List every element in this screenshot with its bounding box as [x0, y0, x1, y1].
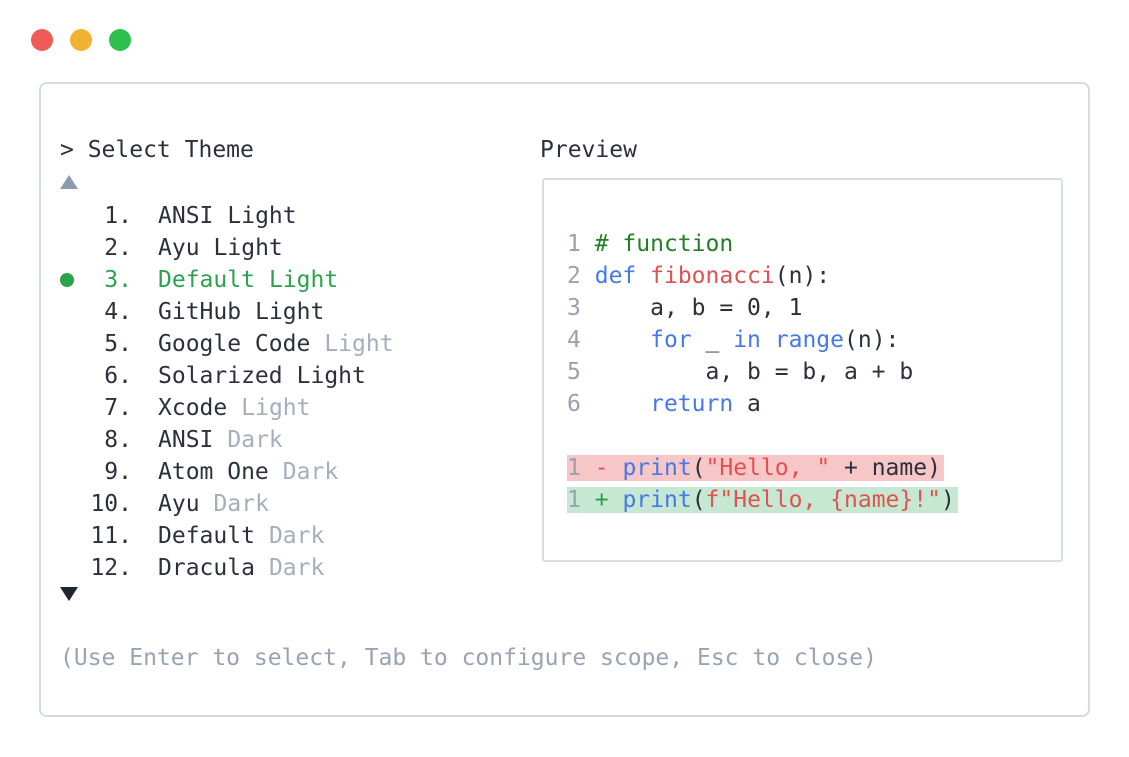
selected-dot-icon: [60, 305, 76, 319]
theme-number: 6.: [104, 363, 132, 389]
theme-list-item[interactable]: 4. GitHub Light: [60, 296, 394, 328]
selected-dot-icon: [60, 465, 76, 479]
theme-list-item[interactable]: 5. Google Code Light: [60, 328, 394, 360]
theme-name: ANSI: [158, 203, 214, 229]
theme-number: 5.: [104, 331, 132, 357]
theme-number: 10.: [90, 491, 132, 517]
selected-dot-icon: [60, 337, 76, 351]
theme-number: 1.: [104, 203, 132, 229]
minimize-button[interactable]: [70, 29, 92, 51]
theme-variant: Light: [255, 299, 325, 325]
window-controls: [31, 29, 131, 51]
scroll-up-icon[interactable]: [60, 175, 78, 189]
theme-number: 4.: [104, 299, 132, 325]
theme-list-item[interactable]: 1. ANSI Light: [60, 200, 394, 232]
theme-name: Ayu: [158, 235, 200, 261]
theme-name: Default: [158, 523, 255, 549]
theme-list-item[interactable]: 11. Default Dark: [60, 520, 394, 552]
theme-variant: Light: [227, 203, 297, 229]
theme-variant: Dark: [268, 523, 325, 549]
selected-dot-icon: [60, 369, 76, 383]
theme-variant: Dark: [282, 459, 339, 485]
selected-dot-icon: [60, 209, 76, 223]
theme-name: Xcode: [158, 395, 228, 421]
theme-list-item[interactable]: 6. Solarized Light: [60, 360, 394, 392]
theme-number: 3.: [104, 267, 132, 293]
theme-name: Dracula: [158, 555, 255, 581]
theme-variant: Dark: [213, 491, 269, 517]
theme-number: 2.: [104, 235, 132, 261]
scroll-down-icon[interactable]: [60, 587, 78, 601]
theme-name: Google Code: [158, 331, 311, 357]
help-text: (Use Enter to select, Tab to configure s…: [60, 645, 877, 671]
theme-list-item[interactable]: 2. Ayu Light: [60, 232, 394, 264]
theme-name: Solarized: [158, 363, 283, 389]
theme-list-item[interactable]: 3. Default Light: [60, 264, 394, 296]
zoom-button[interactable]: [109, 29, 131, 51]
theme-list-item[interactable]: 12. Dracula Dark: [60, 552, 394, 584]
theme-list-item[interactable]: 8. ANSI Dark: [60, 424, 394, 456]
theme-variant: Dark: [227, 427, 283, 453]
theme-variant: Light: [296, 363, 366, 389]
theme-number: 12.: [90, 555, 132, 581]
theme-name: Default: [158, 267, 255, 293]
theme-name: Atom One: [158, 459, 269, 485]
selected-dot-icon: [60, 273, 76, 287]
selected-dot-icon: [60, 561, 76, 575]
theme-variant: Light: [268, 267, 339, 293]
theme-name: GitHub: [158, 299, 242, 325]
selected-dot-icon: [60, 529, 76, 543]
selected-dot-icon: [60, 401, 76, 415]
select-theme-prompt: > Select Theme: [60, 137, 254, 163]
close-button[interactable]: [31, 29, 53, 51]
theme-number: 9.: [104, 459, 132, 485]
preview-title: Preview: [540, 137, 637, 163]
selected-dot-icon: [60, 433, 76, 447]
theme-name: Ayu: [158, 491, 200, 517]
selected-dot-icon: [60, 241, 76, 255]
theme-variant: Light: [213, 235, 283, 261]
theme-list-item[interactable]: 9. Atom One Dark: [60, 456, 394, 488]
theme-variant: Dark: [268, 555, 325, 581]
theme-number: 11.: [90, 523, 132, 549]
theme-variant: Light: [241, 395, 311, 421]
theme-name: ANSI: [158, 427, 214, 453]
theme-variant: Light: [324, 331, 394, 357]
theme-selector-panel: > Select Theme Preview 1. ANSI Light 2. …: [39, 82, 1090, 717]
theme-number: 8.: [104, 427, 132, 453]
theme-list: 1. ANSI Light 2. Ayu Light 3. Default Li…: [60, 200, 394, 584]
theme-list-item[interactable]: 10. Ayu Dark: [60, 488, 394, 520]
selected-dot-icon: [60, 497, 76, 511]
theme-number: 7.: [104, 395, 132, 421]
theme-list-item[interactable]: 7. Xcode Light: [60, 392, 394, 424]
